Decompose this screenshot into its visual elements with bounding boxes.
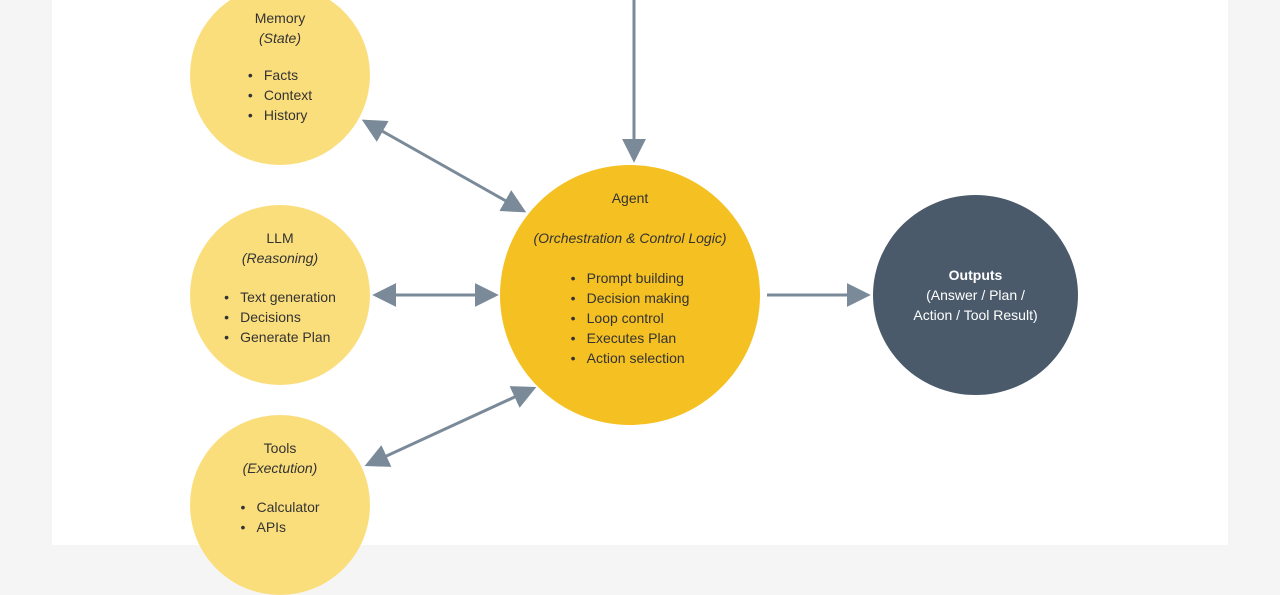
- list-item: Decisions: [224, 307, 336, 327]
- connector-layer: [361, 0, 871, 467]
- list-item: Context: [248, 85, 312, 105]
- agent-subtitle: (Orchestration & Control Logic): [533, 230, 727, 246]
- llm-subtitle: (Reasoning): [241, 250, 319, 266]
- tools-title: Tools: [263, 440, 297, 456]
- list-item: Executes Plan: [571, 328, 690, 348]
- memory-subtitle: (State): [258, 30, 301, 46]
- list-item: APIs: [240, 517, 319, 537]
- llm-list: Text generation Decisions Generate Plan: [224, 287, 336, 347]
- tools-node: Tools (Exectution) Calculator APIs: [190, 415, 370, 595]
- list-item: Facts: [248, 65, 312, 85]
- memory-node: Memory (State) Facts Context History: [190, 0, 370, 165]
- tools-agent-arrow: [364, 386, 537, 467]
- list-item: Decision making: [571, 288, 690, 308]
- outputs-line-2: Action / Tool Result): [913, 307, 1038, 323]
- tools-subtitle: (Exectution): [242, 460, 318, 476]
- outputs-title: Outputs: [948, 267, 1003, 283]
- llm-title: LLM: [266, 230, 294, 246]
- memory-list: Facts Context History: [248, 65, 312, 125]
- tools-list: Calculator APIs: [240, 497, 319, 537]
- outputs-line-1: (Answer / Plan /: [926, 287, 1025, 303]
- agent-title: Agent: [611, 190, 649, 206]
- list-item: Action selection: [571, 348, 690, 368]
- llm-node: LLM (Reasoning) Text generation Decision…: [190, 205, 370, 385]
- list-item: Generate Plan: [224, 327, 336, 347]
- agent-node: Agent (Orchestration & Control Logic) Pr…: [500, 165, 760, 425]
- list-item: Calculator: [240, 497, 319, 517]
- list-item: Prompt building: [571, 268, 690, 288]
- memory-agent-arrow: [361, 119, 527, 213]
- list-item: History: [248, 105, 312, 125]
- agent-list: Prompt building Decision making Loop con…: [571, 268, 690, 368]
- list-item: Text generation: [224, 287, 336, 307]
- outputs-node: Outputs (Answer / Plan / Action / Tool R…: [873, 195, 1078, 395]
- memory-title: Memory: [254, 10, 306, 26]
- list-item: Loop control: [571, 308, 690, 328]
